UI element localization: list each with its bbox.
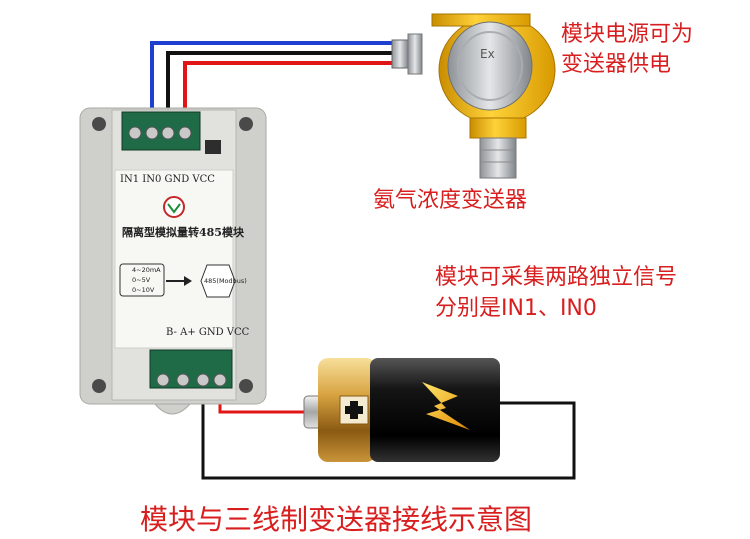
input-range-2: 0~5V <box>132 276 151 284</box>
output-label: 485(Modbus) <box>204 277 247 285</box>
diagram-title: 模块与三线制变送器接线示意图 <box>140 503 533 536</box>
mount-hole-br <box>239 379 253 393</box>
power-caption-line2: 变送器供电 <box>561 52 672 77</box>
input-range-box <box>119 263 165 297</box>
output-hexagon <box>200 264 236 298</box>
signal-caption-line2: 分别是IN1、IN0 <box>435 296 597 321</box>
input-range-1: 4~20mA <box>132 266 161 274</box>
black-wire <box>166 51 400 130</box>
gas-transmitter: Ex <box>391 13 556 179</box>
module-title: 隔离型模拟量转485模块 <box>122 226 244 239</box>
signal-caption-line1: 模块可采集两路独立信号 <box>435 265 678 290</box>
lightning-icon <box>422 382 470 430</box>
brand-logo-icon <box>163 196 185 218</box>
power-caption-line1: 模块电源可为 <box>561 22 694 47</box>
arrow-right-icon <box>166 276 192 286</box>
bottom-terminal-labels: B- A+ GND VCC <box>166 327 250 338</box>
module <box>79 107 267 415</box>
mount-hole-tl <box>92 117 106 131</box>
blue-wire <box>150 41 400 130</box>
top-terminal-labels: IN1 IN0 GND VCC <box>120 174 215 185</box>
plus-icon <box>345 401 363 419</box>
ex-marking: Ex <box>480 47 495 61</box>
battery-negative-wire <box>201 382 576 480</box>
sensor-caption: 氨气浓度变送器 <box>373 188 528 213</box>
power-caption: 模块电源可为 变送器供电 <box>561 20 693 80</box>
mount-hole-tr <box>239 117 253 131</box>
signal-caption: 模块可采集两路独立信号 分别是IN1、IN0 <box>435 262 677 324</box>
mount-hole-bl <box>92 379 106 393</box>
battery <box>303 358 500 462</box>
input-range-3: 0~10V <box>132 286 155 294</box>
